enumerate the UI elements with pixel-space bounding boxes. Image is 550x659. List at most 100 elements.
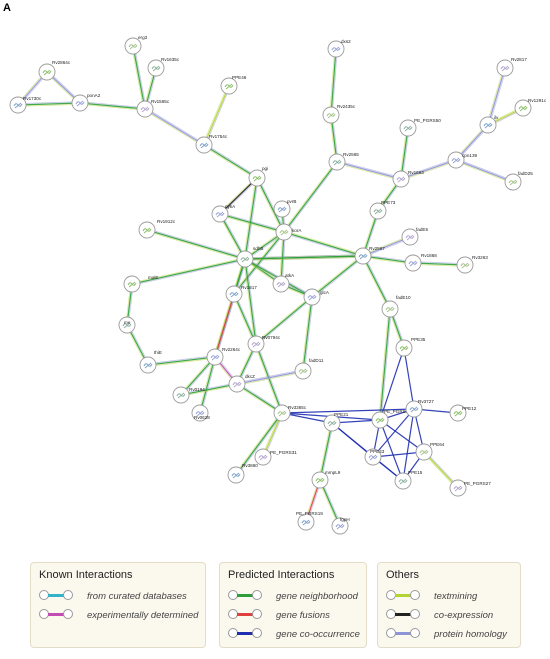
node-label-Rv2817: Rv2817	[511, 57, 527, 62]
edge-Rv1817-Rv2264c-strand-1	[214, 293, 235, 358]
node-Rv0628[interactable]: Rv0628	[191, 404, 210, 422]
node-Rv2264c[interactable]: Rv2264c	[206, 347, 241, 366]
node-sdhB[interactable]: sdhB	[236, 246, 263, 268]
edge-erg3-Rv1565c-strand-1	[132, 45, 146, 110]
node-label-thiE: thiE	[154, 350, 162, 355]
legend-symbol-experimental	[39, 609, 73, 621]
node-Rv2864c[interactable]: Rv2864c	[38, 60, 71, 81]
node-label-Rv1565c: Rv1565c	[151, 99, 170, 104]
node-mmpL9[interactable]: mmpL9	[311, 470, 341, 489]
node-Rv3860[interactable]: Rv3860	[227, 463, 258, 484]
node-Rv1730c[interactable]: Rv1730c	[9, 96, 42, 114]
edge-Rv1565c-Rv1754c-strand-2	[144, 109, 204, 147]
edge-pgi-sdhB-strand-0	[245, 178, 259, 260]
node-erg3[interactable]: erg3	[124, 35, 148, 55]
node-PPE46[interactable]: PPE46	[220, 75, 247, 95]
node-pgi[interactable]: pgi	[248, 166, 268, 187]
node-Rv0794c[interactable]: Rv0794c	[247, 335, 281, 353]
edge-pykA-sdhB-strand-0	[220, 213, 247, 259]
node-Rv1291c[interactable]: Rv1291c	[514, 98, 547, 117]
node-fadD25[interactable]: fadD25	[504, 171, 533, 191]
node-PE_PGRS19[interactable]: PE_PGRS19	[296, 511, 323, 531]
legend-item-fusion: gene fusions	[228, 608, 330, 622]
edge-Rv1912c-sdhB-strand-0	[147, 228, 246, 259]
edge-ponA2-Rv1565c-strand-1	[79, 102, 146, 110]
node-label-Rv1663: Rv1663	[408, 170, 424, 175]
edge-glcA-Rv0794c-strand-1	[255, 296, 313, 345]
node-Rv1817[interactable]: Rv1817	[225, 285, 257, 303]
node-Rv3263[interactable]: Rv3263	[456, 255, 488, 274]
node-PPE43[interactable]: PPE43	[364, 448, 385, 466]
node-korA[interactable]: korA	[275, 223, 302, 241]
node-fadD11[interactable]: fadD11	[294, 358, 324, 380]
edge-PE_PGRS50-Rv1663-strand-1	[400, 127, 409, 180]
node-thiE[interactable]: thiE	[139, 350, 162, 374]
node-Rv1565c[interactable]: Rv1565c	[136, 99, 170, 118]
node-PPE21[interactable]: PPE21	[323, 412, 349, 432]
edge-erg3-Rv1565c-strand-0	[133, 45, 147, 109]
node-PE_PGRS27[interactable]: PE_PGRS27	[449, 479, 491, 497]
node-Rv1912c[interactable]: Rv1912c	[138, 219, 176, 239]
node-Rv1635c[interactable]: Rv1635c	[147, 57, 180, 77]
node-PPE15[interactable]: PPE15	[394, 470, 423, 490]
edge-Rv2567-fadE10-strand-1	[362, 255, 391, 310]
protein-structure-icon	[215, 211, 225, 218]
node-fadE5[interactable]: fadE5	[401, 227, 428, 246]
edge-dxs2-Rv2435c-strand-0	[331, 49, 338, 116]
node-Rv2565[interactable]: Rv2565	[328, 152, 359, 171]
node-PE_PGRS31[interactable]: PE_PGRS31	[254, 448, 297, 466]
node-Rv0194[interactable]: Rv0194	[172, 386, 205, 404]
node-ilv[interactable]: ilv	[479, 115, 499, 134]
node-label-me: me	[124, 320, 131, 325]
edge-PPE46-Rv1754c-strand-2	[202, 85, 229, 145]
edge-pykA-korA-strand-0	[220, 212, 285, 232]
edge-pgi-korA-strand-0	[257, 177, 286, 232]
protein-structure-icon	[403, 125, 413, 132]
node-pvrB[interactable]: pvrB	[273, 199, 296, 218]
edge-dkcZ-Rv3365c-strand-0	[237, 382, 283, 413]
node-fadE10[interactable]: fadE10	[381, 295, 411, 318]
node-PE_PGRS50[interactable]: PE_PGRS50	[399, 118, 441, 137]
node-Rv3727[interactable]: Rv3727	[405, 399, 434, 418]
node-Rv3365c[interactable]: Rv3365c	[273, 404, 307, 422]
protein-structure-icon	[396, 176, 406, 183]
node-malE[interactable]: malE	[123, 275, 158, 293]
legend-label-database: from curated databases	[87, 590, 187, 602]
node-Rv2817[interactable]: Rv2817	[496, 57, 527, 77]
node-label-fadE10: fadE10	[396, 295, 411, 300]
node-label-erg3: erg3	[138, 35, 148, 40]
node-label-Rv2435c: Rv2435c	[337, 104, 356, 109]
node-Rv2435c[interactable]: Rv2435c	[322, 104, 356, 124]
node-PPE64[interactable]: PPE64	[415, 442, 445, 461]
node-PE_PGRS53[interactable]: PE_PGRS53	[371, 409, 411, 429]
node-glcA[interactable]: glcA	[303, 288, 330, 306]
edge-Rv2565-korA-strand-0	[284, 162, 339, 234]
protein-structure-icon	[75, 100, 85, 107]
legend-title-predicted: Predicted Interactions	[228, 569, 335, 581]
edge-pykA-sdhB-strand-1	[219, 213, 246, 260]
protein-structure-icon	[375, 417, 385, 424]
node-atkA[interactable]: atkA	[272, 273, 295, 293]
node-PPE73[interactable]: PPE73	[369, 200, 396, 220]
edge-PPE46-Rv1754c-strand-0	[204, 86, 231, 146]
node-ponA2[interactable]: ponA2	[71, 93, 101, 112]
legend-item-experimental: experimentally determined	[39, 608, 198, 622]
node-PPE35[interactable]: PPE35	[395, 337, 426, 357]
node-Rv1868[interactable]: Rv1868	[404, 253, 437, 272]
node-label-fgpH: fgpH	[340, 517, 350, 522]
node-dkcZ[interactable]: dkcZ	[228, 374, 255, 393]
node-fgpH[interactable]: fgpH	[331, 517, 350, 535]
legend-label-coexpression: co-expression	[434, 609, 494, 621]
node-pykA[interactable]: pykA	[211, 204, 236, 223]
protein-structure-icon	[127, 281, 137, 288]
protein-structure-icon	[128, 43, 138, 50]
node-PPE12[interactable]: PPE12	[449, 404, 477, 422]
node-me[interactable]: me	[118, 316, 136, 334]
node-Rv1754c[interactable]: Rv1754c	[195, 134, 228, 154]
node-dxs2[interactable]: dxs2	[327, 39, 351, 58]
node-label-fadD11: fadD11	[309, 358, 324, 363]
protein-structure-icon	[332, 159, 342, 166]
node-Rv2567[interactable]: Rv2567	[354, 246, 385, 265]
node-Rv1663[interactable]: Rv1663	[392, 170, 424, 188]
node-cpn139[interactable]: cpn139	[447, 151, 478, 169]
